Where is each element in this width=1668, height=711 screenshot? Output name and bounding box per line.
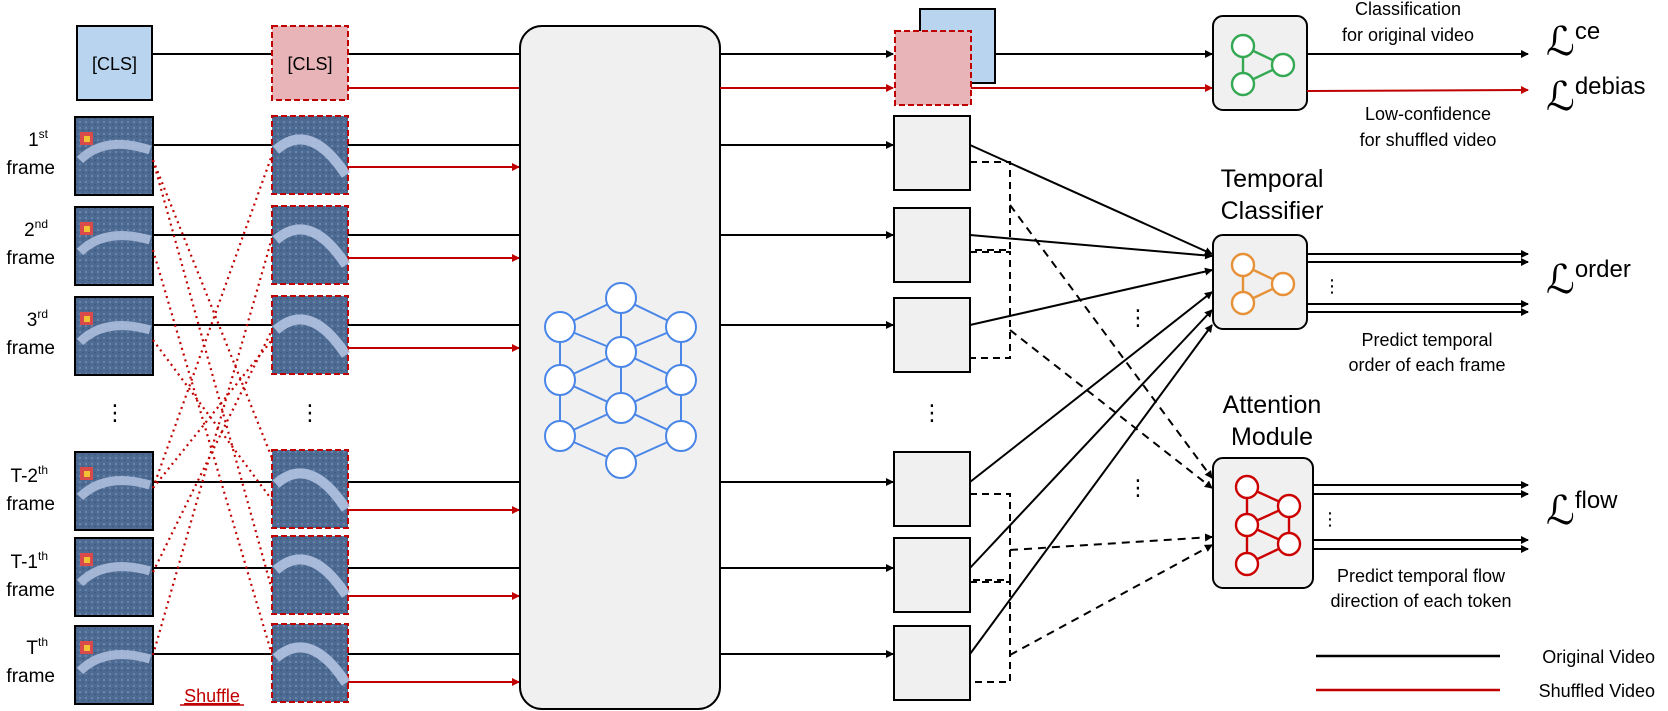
frame-label-t-2: T-2th: [11, 463, 48, 487]
frame-label-1: 1st: [28, 127, 49, 151]
output-token-t-2: [893, 451, 971, 527]
frame-labels: 1st frame 2nd frame 3rd frame T-2th fram…: [6, 127, 55, 687]
shuffled-frame-t-1: [271, 535, 351, 615]
backbone-input-lines: [348, 144, 520, 686]
loss-debias: ℒdebias: [1546, 73, 1646, 119]
shuffle-label: Shuffle: [184, 686, 240, 706]
output-token-3: [893, 297, 971, 373]
tokens-to-temporal-classifier: [969, 144, 1213, 655]
classification-caption-line1: Classification: [1355, 0, 1461, 19]
temporal-inputs-ellipsis: ⋮: [1127, 305, 1149, 330]
attention-inputs-ellipsis: ⋮: [1127, 475, 1149, 500]
temporal-classifier-title-line2: Classifier: [1221, 197, 1324, 225]
debias-output-line: [1306, 86, 1529, 95]
frame-label-2: 2nd: [24, 217, 48, 241]
frame-image-t-2: [74, 451, 154, 531]
shuffled-frames: [271, 115, 351, 703]
output-cls-shuffled: [894, 30, 972, 106]
frame-label-3: 3rd: [27, 307, 48, 331]
attention-module: [1212, 457, 1314, 589]
frames-ellipsis: ⋮: [104, 400, 126, 425]
shuffle-lines: [151, 154, 274, 656]
attention-module-network-icon: [1234, 474, 1302, 577]
flow-outputs-ellipsis: ⋮: [1321, 509, 1339, 529]
classification-caption-line2: for original video: [1342, 25, 1474, 45]
frame-image-3: [74, 296, 154, 376]
svg-text:frame: frame: [6, 494, 55, 515]
attention-module-desc-line1: Predict temporal flow: [1337, 566, 1506, 586]
shuffled-frame-1: [271, 115, 351, 195]
flow-output-lines: [1313, 481, 1529, 553]
temporal-classifier-desc-line1: Predict temporal: [1361, 330, 1492, 350]
temporal-classifier-network-icon: [1230, 252, 1296, 316]
frame-image-t-1: [74, 537, 154, 617]
output-token-t-1: [893, 537, 971, 613]
attention-module-desc-line2: direction of each token: [1330, 591, 1511, 611]
backbone-network-icon: [544, 282, 697, 479]
loss-ce: ℒce: [1546, 18, 1600, 64]
loss-flow: ℒflow: [1546, 487, 1618, 533]
attention-module-title-line2: Module: [1231, 423, 1313, 451]
shuffled-frame-t-2: [271, 449, 351, 529]
output-frame-tokens: [893, 115, 971, 701]
output-tokens-ellipsis: ⋮: [921, 400, 943, 425]
svg-text:frame: frame: [6, 338, 55, 359]
backbone-output-lines: [720, 50, 894, 658]
frame-image-t: [74, 625, 154, 705]
original-frames: [74, 116, 272, 705]
shuffled-frame-2: [271, 205, 351, 285]
legend: Original Video Shuffled Video: [1316, 647, 1655, 701]
legend-original-label: Original Video: [1542, 647, 1655, 667]
cls-token-shuffled: [271, 25, 349, 101]
temporal-classifier-title-line1: Temporal: [1221, 165, 1324, 193]
shuffled-frame-3: [271, 295, 351, 375]
svg-text:frame: frame: [6, 158, 55, 179]
classification-head-network-icon: [1230, 33, 1296, 97]
output-token-1: [893, 115, 971, 191]
cls-token-label: [CLS]: [92, 54, 137, 74]
frame-image-1: [74, 116, 154, 196]
svg-text:frame: frame: [6, 666, 55, 687]
tokens-to-attention-module: [1009, 204, 1213, 656]
legend-shuffled-label: Shuffled Video: [1539, 681, 1655, 701]
cls-token-original: [76, 25, 153, 101]
loss-order: ℒorder: [1546, 256, 1631, 302]
debias-caption-line2: for shuffled video: [1360, 130, 1497, 150]
svg-text:frame: frame: [6, 580, 55, 601]
cls-token-shuffled-label: [CLS]: [287, 54, 332, 74]
temporal-classifier-desc-line2: order of each frame: [1348, 355, 1505, 375]
frame-image-2: [74, 206, 154, 286]
output-token-t: [893, 625, 971, 701]
order-output-lines: [1307, 250, 1529, 316]
frame-label-t: Tth: [26, 635, 48, 659]
attention-module-title-line1: Attention: [1223, 391, 1322, 419]
output-token-2: [893, 207, 971, 283]
frame-label-t-1: T-1th: [11, 549, 48, 573]
shuffled-frame-t: [271, 623, 351, 703]
svg-text:frame: frame: [6, 248, 55, 269]
debias-caption-line1: Low-confidence: [1365, 104, 1491, 124]
shuffled-frames-ellipsis: ⋮: [299, 400, 321, 425]
order-outputs-ellipsis: ⋮: [1323, 276, 1341, 296]
adjacent-token-brackets: [970, 161, 1011, 683]
